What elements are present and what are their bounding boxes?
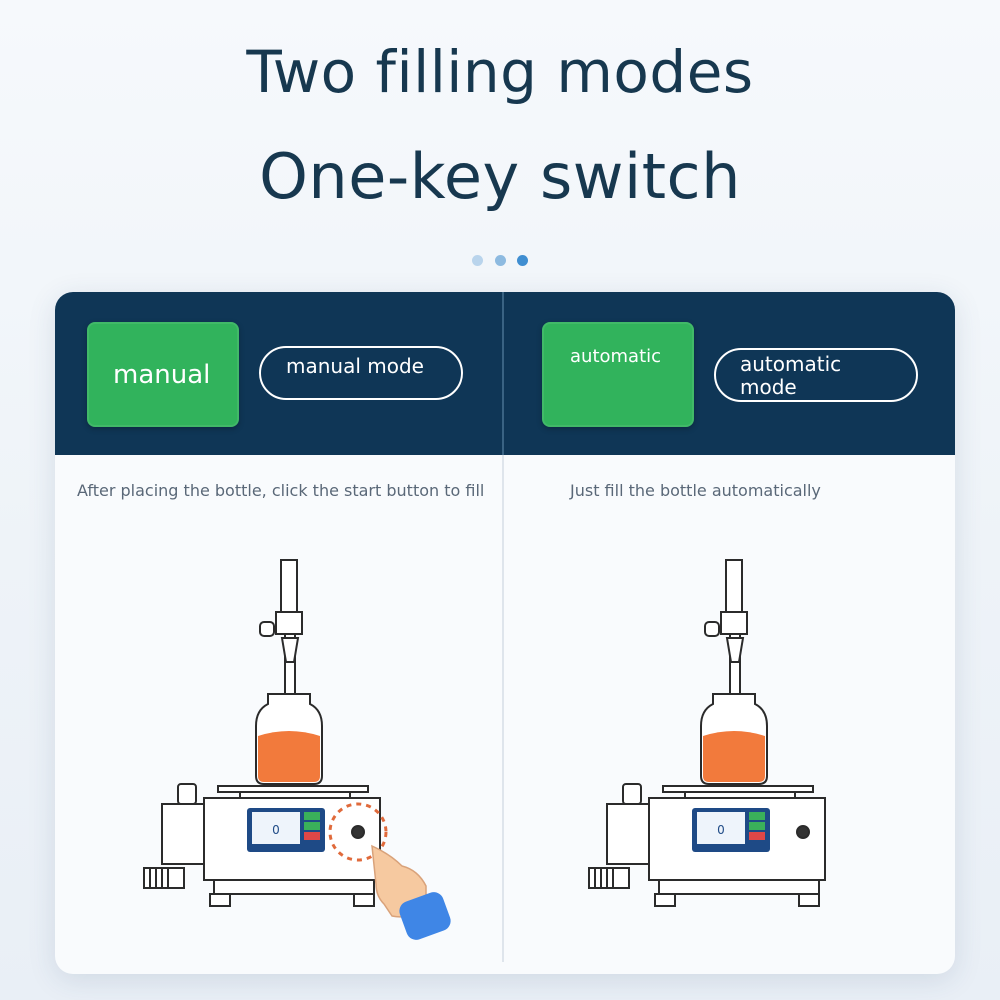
automatic-mode-pill[interactable]: automatic mode [714, 348, 918, 402]
automatic-mode-label-line2: mode [740, 375, 797, 399]
carousel-dots [0, 251, 1000, 270]
filling-modes-card: manual manual mode After placing the bot… [55, 292, 955, 974]
carousel-dot-2[interactable] [494, 255, 506, 266]
automatic-description: Just fill the bottle automatically [570, 481, 821, 500]
carousel-dot-3-active[interactable] [516, 255, 528, 266]
manual-description: After placing the bottle, click the star… [77, 481, 485, 500]
header-divider [502, 292, 504, 455]
manual-mode-pill[interactable]: manual mode [259, 346, 463, 400]
automatic-button[interactable]: automatic [542, 322, 694, 427]
carousel-dot-1[interactable] [472, 255, 484, 266]
panel-divider [502, 292, 504, 962]
manual-mode-label: manual mode [286, 354, 424, 378]
pointing-hand-icon [371, 844, 451, 940]
manual-screen-reading: 0 [272, 823, 280, 837]
manual-button-label: manual [113, 360, 211, 390]
heading-line-2: One-key switch [259, 140, 741, 213]
automatic-button-label: automatic [570, 346, 662, 367]
manual-button[interactable]: manual [87, 322, 239, 427]
heading-line-1: Two filling modes [246, 38, 754, 106]
automatic-screen-reading: 0 [717, 823, 725, 837]
automatic-mode-label-line1: automatic [740, 352, 842, 376]
manual-filling-machine-illustration: 0 [143, 559, 451, 940]
automatic-filling-machine-illustration: 0 [588, 559, 826, 907]
